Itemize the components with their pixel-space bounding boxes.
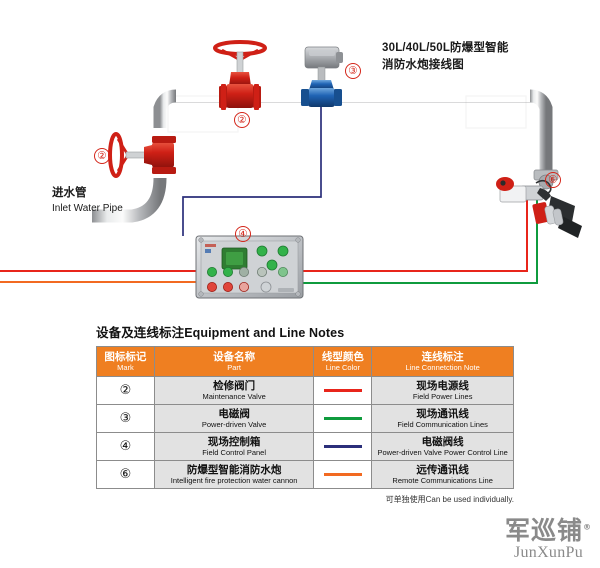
- marker-power-driven-valve: ③: [345, 63, 361, 79]
- row-mark: ⑥: [96, 460, 155, 489]
- diagram-title-line1: 30L/40L/50L防爆型智能: [382, 42, 509, 54]
- diagram-title: 30L/40L/50L防爆型智能 消防水炮接线图: [382, 40, 509, 73]
- header-line-color-cn: 线型颜色: [321, 350, 364, 363]
- line-color-swatch: [323, 417, 362, 420]
- row-line-color: [313, 432, 373, 461]
- row-note-en: Field Power Lines: [412, 392, 473, 402]
- row-part-cn: 检修阀门: [213, 379, 256, 392]
- row-part-en: Maintenance Valve: [202, 392, 266, 402]
- row-note-en: Power-driven Valve Power Control Line: [377, 448, 508, 458]
- header-line-color: 线型颜色 Line Color: [313, 346, 373, 377]
- diagram-canvas: [0, 40, 582, 299]
- maintenance-valve-top: [213, 40, 267, 110]
- equipment-line-notes: 设备及连线标注Equipment and Line Notes 图标标记 Mar…: [96, 322, 514, 505]
- header-part-en: Part: [227, 363, 241, 373]
- notes-footnote: 可单独使用Can be used individually.: [385, 495, 514, 504]
- power-driven-valve: [301, 46, 343, 107]
- row-part-en: Intelligent fire protection water cannon: [170, 476, 298, 486]
- inlet-water-pipe-label: 进水管 Inlet Water Pipe: [52, 186, 123, 215]
- row-note-en: Field Communication Lines: [397, 420, 488, 430]
- row-part-cn: 现场控制箱: [207, 435, 261, 448]
- row-part-cn: 电磁阀: [218, 407, 250, 420]
- brand-logo: 军巡铺® JunXunPu: [505, 518, 592, 562]
- wiring-diagram: 30L/40L/50L防爆型智能 消防水炮接线图 进水管 Inlet Water…: [0, 40, 582, 299]
- brand-logo-cn: 军巡铺®: [505, 518, 592, 543]
- marker-water-cannon: ⑥: [545, 172, 561, 188]
- water-cannon-assembly: [496, 169, 582, 238]
- line-color-swatch: [323, 389, 362, 392]
- row-note-cn: 现场通讯线: [416, 407, 469, 420]
- header-line-color-en: Line Color: [325, 363, 360, 373]
- header-note-en: Line Connetction Note: [405, 363, 480, 373]
- maintenance-valve-left: [108, 132, 176, 178]
- row-part-en: Power-driven Valve: [201, 420, 267, 430]
- header-note-cn: 连线标注: [421, 350, 464, 363]
- header-mark: 图标标记 Mark: [96, 346, 155, 377]
- row-note-cn: 电磁阀线: [421, 435, 464, 448]
- registered-mark: ®: [583, 522, 592, 532]
- notes-header-row: 图标标记 Mark 设备名称 Part 线型颜色 Line Color 连线标注…: [96, 346, 514, 377]
- marker-field-control-panel: ④: [235, 226, 251, 242]
- field-control-panel: [195, 235, 304, 299]
- brand-logo-cn-text: 军巡铺: [504, 515, 583, 545]
- row-line-color: [313, 376, 373, 405]
- header-part: 设备名称 Part: [153, 346, 315, 377]
- row-line-color: [313, 460, 373, 489]
- header-mark-en: Mark: [117, 363, 134, 373]
- notes-table-head: 图标标记 Mark 设备名称 Part 线型颜色 Line Color 连线标注…: [96, 346, 514, 377]
- row-note-cn: 现场电源线: [416, 379, 469, 392]
- header-mark-cn: 图标标记: [104, 350, 147, 363]
- row-note-en: Remote Communications Line: [392, 476, 493, 486]
- header-part-cn: 设备名称: [213, 350, 256, 363]
- line-color-swatch: [323, 445, 362, 448]
- diagram-title-line2: 消防水炮接线图: [382, 58, 464, 71]
- notes-table: 图标标记 Mark 设备名称 Part 线型颜色 Line Color 连线标注…: [96, 346, 514, 489]
- row-part-en: Field Control Panel: [202, 448, 267, 458]
- row-mark: ④: [96, 432, 155, 461]
- brand-logo-en: JunXunPu: [513, 543, 584, 561]
- row-note-cn: 远传通讯线: [416, 463, 469, 476]
- marker-maintenance-valve-top: ②: [234, 112, 250, 128]
- row-line-color: [313, 404, 373, 433]
- row-part-cn: 防爆型智能消防水炮: [186, 463, 282, 476]
- row-mark: ③: [96, 404, 155, 433]
- inlet-label-en: Inlet Water Pipe: [52, 202, 123, 214]
- line-color-swatch: [323, 473, 362, 476]
- header-note: 连线标注 Line Connetction Note: [371, 346, 514, 377]
- wire-valve-control: [182, 107, 322, 236]
- notes-heading: 设备及连线标注Equipment and Line Notes: [96, 326, 345, 340]
- marker-maintenance-valve-left: ②: [94, 148, 110, 164]
- inlet-label-cn: 进水管: [52, 187, 87, 199]
- row-mark: ②: [96, 376, 155, 405]
